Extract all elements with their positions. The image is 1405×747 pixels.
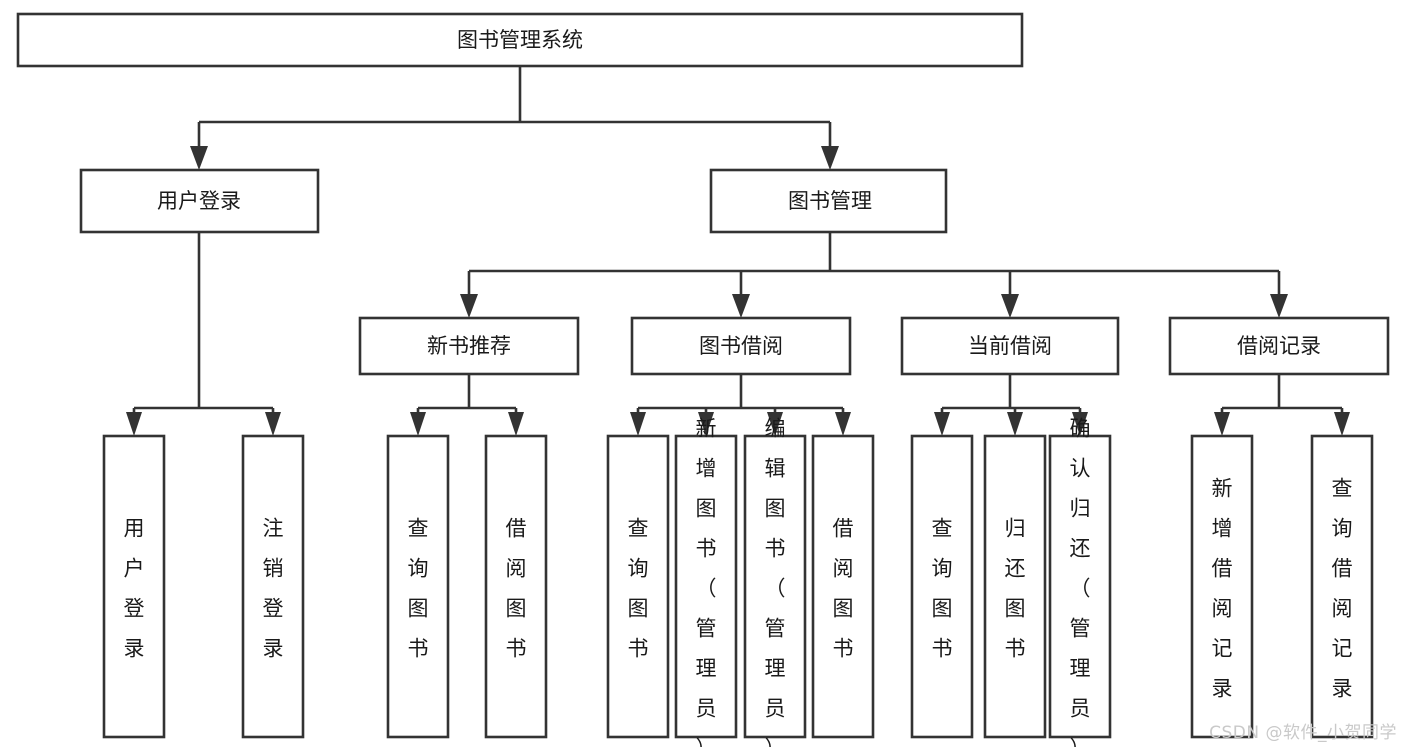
arrowhead-borrow-record: [1270, 294, 1288, 318]
node-leaf-query-record[interactable]: 查询借阅记录: [1310, 434, 1374, 739]
node-leaf-query-book-3[interactable]: 查询图书: [910, 434, 974, 739]
node-leaf-query-book-2-label: 查询图书: [628, 516, 649, 660]
node-root-box[interactable]: [16, 12, 1024, 68]
node-leaf-query-book-3-label: 查询图书: [932, 516, 953, 660]
node-leaf-user-login-label: 用户登录: [124, 516, 145, 660]
node-leaf-return-book-label: 归还图书: [1005, 516, 1026, 660]
node-current-borrow[interactable]: 当前借阅: [900, 316, 1120, 376]
node-leaf-return-book[interactable]: 归还图书: [983, 434, 1047, 739]
node-leaf-query-book-1[interactable]: 查询图书: [386, 434, 450, 739]
node-leaf-user-login[interactable]: 用户登录: [102, 434, 166, 739]
arrowhead-leaf-query-book-2: [630, 412, 646, 436]
node-leaf-edit-book-label: 编辑图书（管理员）: [765, 416, 786, 747]
node-leaf-add-record-box[interactable]: [1190, 434, 1254, 739]
arrowhead-leaf-query-book-3: [934, 412, 950, 436]
arrowhead-leaf-edit-book: [767, 412, 783, 436]
node-leaf-borrow-book-1-label: 借阅图书: [506, 516, 527, 660]
arrowhead-book-manage: [821, 146, 839, 170]
node-leaf-add-record-label: 新增借阅记录: [1212, 476, 1233, 700]
arrowhead-leaf-add-record: [1214, 412, 1230, 436]
node-leaf-add-book[interactable]: 新增图书（管理员）: [674, 416, 738, 747]
node-layer: 图书管理系统 用户登录 图书管理 新书推荐 图书借阅 当前借阅 借阅记录: [16, 12, 1390, 747]
node-root[interactable]: 图书管理系统: [16, 12, 1024, 68]
arrowhead-leaf-user-login: [126, 412, 142, 436]
node-leaf-confirm-return-label: 确认归还（管理员）: [1070, 416, 1091, 747]
node-leaf-user-login-box[interactable]: [102, 434, 166, 739]
arrowhead-leaf-borrow-book-2: [835, 412, 851, 436]
arrowhead-leaf-confirm-return: [1072, 412, 1088, 436]
node-leaf-confirm-return-box[interactable]: [1048, 434, 1112, 739]
node-leaf-borrow-book-1[interactable]: 借阅图书: [484, 434, 548, 739]
node-new-book-rec-box[interactable]: [358, 316, 580, 376]
node-leaf-confirm-return[interactable]: 确认归还（管理员）: [1048, 416, 1112, 747]
node-user-login-label: 用户登录: [157, 189, 241, 213]
node-leaf-query-record-label: 查询借阅记录: [1332, 476, 1353, 700]
arrowhead-leaf-query-record: [1334, 412, 1350, 436]
node-book-borrow-box[interactable]: [630, 316, 852, 376]
node-leaf-query-record-box[interactable]: [1310, 434, 1374, 739]
node-leaf-query-book-3-box[interactable]: [910, 434, 974, 739]
arrowhead-book-borrow: [732, 294, 750, 318]
node-book-manage[interactable]: 图书管理: [709, 168, 948, 234]
node-book-manage-label: 图书管理: [788, 189, 872, 213]
node-borrow-record-label: 借阅记录: [1237, 334, 1321, 358]
arrowhead-leaf-return-book: [1007, 412, 1023, 436]
node-user-login-box[interactable]: [79, 168, 320, 234]
arrowhead-leaf-borrow-book-1: [508, 412, 524, 436]
arrowhead-current-borrow: [1001, 294, 1019, 318]
node-leaf-query-book-2[interactable]: 查询图书: [606, 434, 670, 739]
node-leaf-logout-box[interactable]: [241, 434, 305, 739]
node-book-borrow[interactable]: 图书借阅: [630, 316, 852, 376]
node-borrow-record[interactable]: 借阅记录: [1168, 316, 1390, 376]
node-leaf-borrow-book-2[interactable]: 借阅图书: [811, 434, 875, 739]
node-new-book-rec-label: 新书推荐: [427, 334, 511, 358]
node-leaf-add-book-box[interactable]: [674, 434, 738, 739]
node-leaf-add-record[interactable]: 新增借阅记录: [1190, 434, 1254, 739]
node-book-borrow-label: 图书借阅: [699, 334, 783, 358]
node-leaf-logout-label: 注销登录: [263, 516, 284, 660]
node-leaf-return-book-box[interactable]: [983, 434, 1047, 739]
node-leaf-borrow-book-2-box[interactable]: [811, 434, 875, 739]
node-leaf-edit-book[interactable]: 编辑图书（管理员）: [743, 416, 807, 747]
node-current-borrow-label: 当前借阅: [968, 334, 1052, 358]
node-current-borrow-box[interactable]: [900, 316, 1120, 376]
arrowhead-leaf-add-book: [698, 412, 714, 436]
node-leaf-edit-book-box[interactable]: [743, 434, 807, 739]
arrowhead-new-book-rec: [460, 294, 478, 318]
leaf-node-group: 用户登录 注销登录 查询图书 借阅图书 查询图书 新增图书（管理员） 编辑图书（管理员） 借阅…: [102, 416, 1374, 747]
arrowhead-leaf-logout: [265, 412, 281, 436]
node-user-login[interactable]: 用户登录: [79, 168, 320, 234]
node-borrow-record-box[interactable]: [1168, 316, 1390, 376]
node-leaf-query-book-1-box[interactable]: [386, 434, 450, 739]
node-new-book-rec[interactable]: 新书推荐: [358, 316, 580, 376]
node-leaf-borrow-book-1-box[interactable]: [484, 434, 548, 739]
node-leaf-query-book-1-label: 查询图书: [408, 516, 429, 660]
node-leaf-logout[interactable]: 注销登录: [241, 434, 305, 739]
node-book-manage-box[interactable]: [709, 168, 948, 234]
connector-layer: [126, 66, 1350, 436]
node-leaf-borrow-book-2-label: 借阅图书: [833, 516, 854, 660]
arrowhead-leaf-query-book-1: [410, 412, 426, 436]
node-leaf-add-book-label: 新增图书（管理员）: [696, 416, 717, 747]
arrowhead-user-login: [190, 146, 208, 170]
node-root-label: 图书管理系统: [457, 28, 583, 52]
node-leaf-query-book-2-box[interactable]: [606, 434, 670, 739]
